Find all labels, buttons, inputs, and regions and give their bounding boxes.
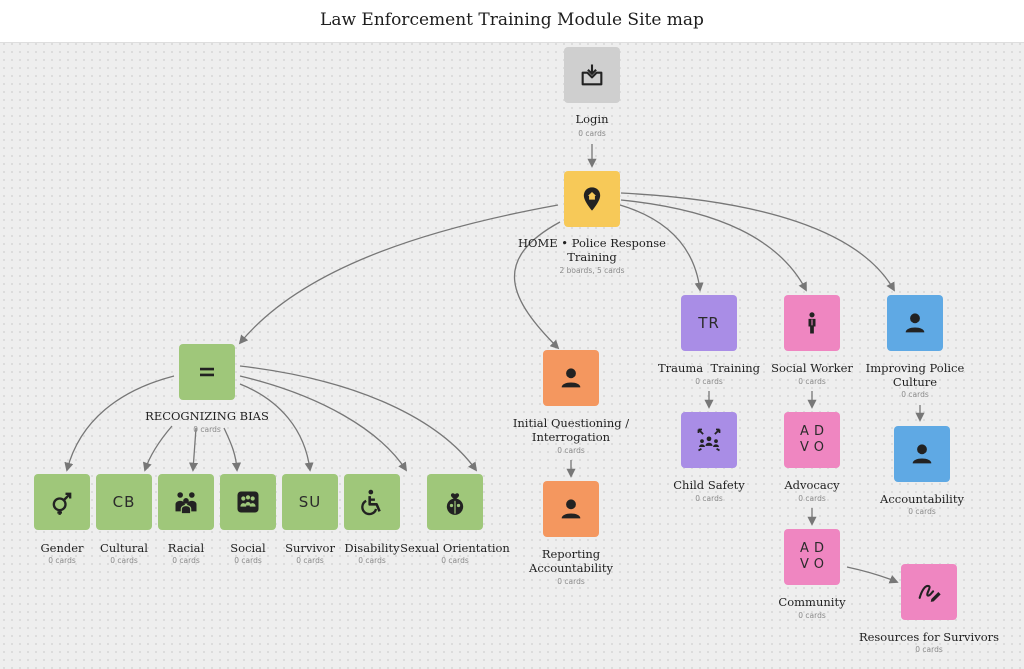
count-disability: 0 cards bbox=[358, 556, 386, 565]
label-reporting[interactable]: Reporting Accountability bbox=[529, 547, 613, 575]
label-gender[interactable]: Gender bbox=[40, 541, 84, 555]
label-login[interactable]: Login bbox=[575, 112, 609, 126]
title-bar: Law Enforcement Training Module Site map bbox=[0, 0, 1024, 43]
people-group-icon bbox=[172, 488, 200, 516]
count-child: 0 cards bbox=[695, 494, 723, 503]
inbox-download-icon bbox=[578, 61, 606, 89]
equals-icon bbox=[193, 358, 221, 386]
connector-bias-disability bbox=[239, 375, 407, 472]
survivor-initials: SU bbox=[298, 493, 322, 511]
label-resources[interactable]: Resources for Survivors bbox=[858, 630, 1000, 644]
tile-sexual[interactable] bbox=[427, 474, 483, 530]
label-disability[interactable]: Disability bbox=[344, 541, 400, 555]
label-survivor[interactable]: Survivor bbox=[285, 541, 335, 555]
tile-reporting[interactable] bbox=[543, 481, 599, 537]
connector-community-resources bbox=[846, 566, 899, 584]
tile-cultural[interactable]: CB bbox=[96, 474, 152, 530]
label-home[interactable]: HOME • Police Response Training bbox=[518, 236, 666, 264]
person-icon bbox=[908, 440, 936, 468]
count-sexual: 0 cards bbox=[441, 556, 469, 565]
label-child[interactable]: Child Safety bbox=[673, 478, 745, 492]
person-icon bbox=[901, 309, 929, 337]
social-group-icon bbox=[234, 488, 262, 516]
count-gender: 0 cards bbox=[48, 556, 76, 565]
gender-symbols-icon bbox=[48, 488, 76, 516]
tile-survivor[interactable]: SU bbox=[282, 474, 338, 530]
tile-home[interactable] bbox=[564, 171, 620, 227]
map-pin-home-icon bbox=[578, 185, 606, 213]
connector-bias-racial bbox=[188, 427, 199, 472]
tile-child[interactable] bbox=[681, 412, 737, 468]
count-initial: 0 cards bbox=[557, 446, 585, 455]
label-advocacy[interactable]: Advocacy bbox=[784, 478, 840, 492]
cultural-initials: CB bbox=[112, 493, 136, 511]
tile-social[interactable] bbox=[220, 474, 276, 530]
tile-resources[interactable] bbox=[901, 564, 957, 620]
page-title: Law Enforcement Training Module Site map bbox=[320, 10, 704, 30]
count-social: 0 cards bbox=[234, 556, 262, 565]
label-initial[interactable]: Initial Questioning / Interrogation bbox=[512, 416, 630, 444]
count-community: 0 cards bbox=[798, 611, 826, 620]
person-icon bbox=[557, 364, 585, 392]
label-accountability[interactable]: Accountability bbox=[880, 492, 964, 506]
count-home: 2 boards, 5 cards bbox=[559, 266, 625, 275]
tile-gender[interactable] bbox=[34, 474, 90, 530]
trauma-initials: TR bbox=[698, 314, 720, 332]
people-arrows-icon bbox=[695, 426, 723, 454]
label-social[interactable]: Social bbox=[230, 541, 266, 555]
tile-racial[interactable] bbox=[158, 474, 214, 530]
label-community[interactable]: Community bbox=[778, 595, 846, 609]
connector-bias-gender bbox=[64, 375, 175, 472]
label-cultural[interactable]: Cultural bbox=[100, 541, 148, 555]
label-racial[interactable]: Racial bbox=[167, 541, 205, 555]
label-sexual[interactable]: Sexual Orientation bbox=[400, 541, 510, 555]
label-bias[interactable]: RECOGNIZING BIAS bbox=[145, 409, 269, 423]
faces-heart-icon bbox=[441, 488, 469, 516]
pencil-icon bbox=[915, 578, 943, 606]
label-improving[interactable]: Improving Police Culture bbox=[865, 361, 965, 389]
count-improving: 0 cards bbox=[901, 390, 929, 399]
connector-bias-social bbox=[223, 427, 242, 472]
count-racial: 0 cards bbox=[172, 556, 200, 565]
count-accountability: 0 cards bbox=[908, 507, 936, 516]
tile-login[interactable] bbox=[564, 47, 620, 103]
wheelchair-icon bbox=[358, 488, 386, 516]
tile-bias[interactable] bbox=[179, 344, 235, 400]
count-socialworker: 0 cards bbox=[798, 377, 826, 386]
tile-trauma[interactable]: TR bbox=[681, 295, 737, 351]
person-icon bbox=[557, 495, 585, 523]
count-trauma: 0 cards bbox=[695, 377, 723, 386]
tile-disability[interactable] bbox=[344, 474, 400, 530]
tile-improving[interactable] bbox=[887, 295, 943, 351]
count-bias: 0 cards bbox=[193, 425, 221, 434]
tile-accountability[interactable] bbox=[894, 426, 950, 482]
count-reporting: 0 cards bbox=[557, 577, 585, 586]
count-survivor: 0 cards bbox=[296, 556, 324, 565]
count-cultural: 0 cards bbox=[110, 556, 138, 565]
count-advocacy: 0 cards bbox=[798, 494, 826, 503]
label-trauma[interactable]: Trauma Training bbox=[657, 361, 761, 375]
count-login: 0 cards bbox=[578, 129, 606, 138]
count-resources: 0 cards bbox=[915, 645, 943, 654]
tile-socialworker[interactable] bbox=[784, 295, 840, 351]
tile-initial[interactable] bbox=[543, 350, 599, 406]
standing-person-icon bbox=[798, 309, 826, 337]
label-socialworker[interactable]: Social Worker bbox=[771, 361, 853, 375]
